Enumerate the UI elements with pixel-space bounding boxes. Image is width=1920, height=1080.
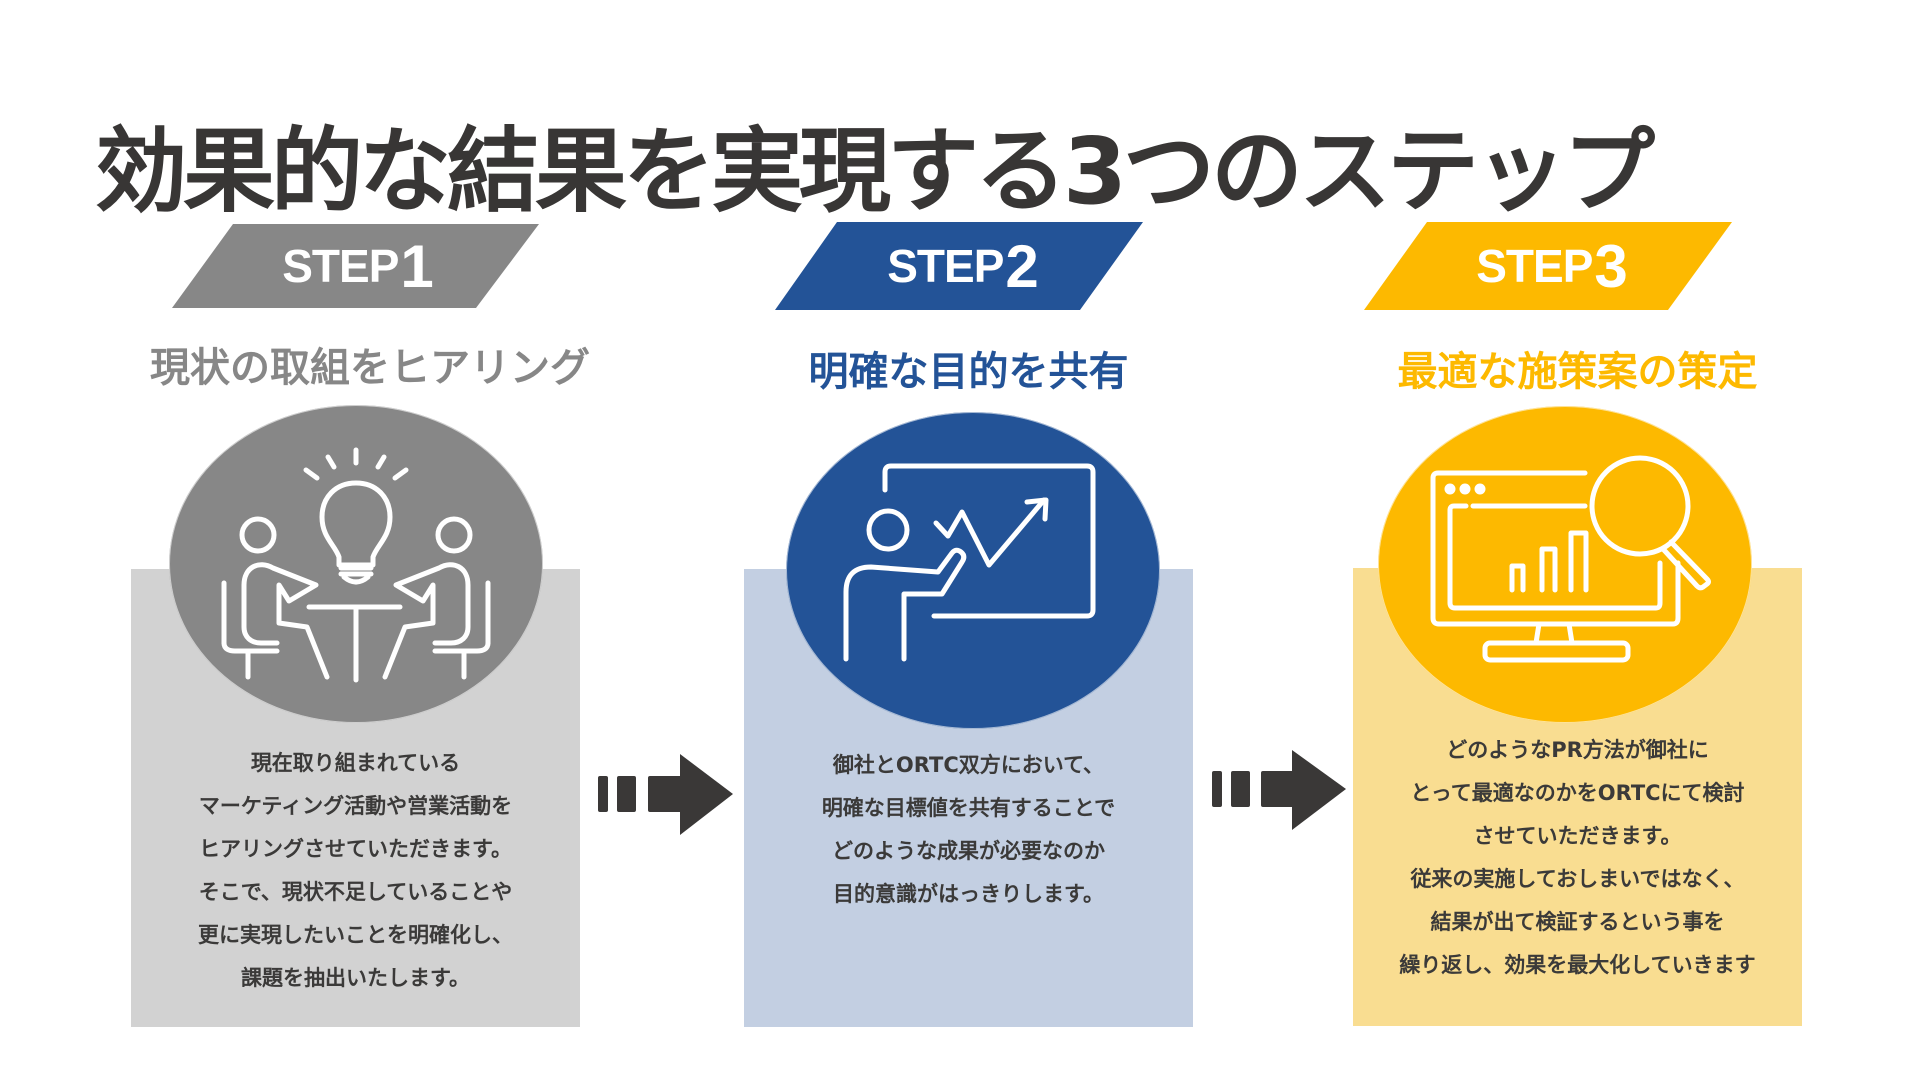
step-3-subtitle: 最適な施策案の策定 [1397,349,1758,395]
step-3-line: 結果が出て検証するという事を [1430,910,1725,934]
step-2-line: 明確な目標値を共有することで [821,796,1116,820]
step-3-label: STEP [1476,240,1593,292]
step-1-description: 現在取り組まれている マーケティング活動や営業活動を ヒアリングさせていただきま… [131,742,580,1000]
step-2-badge [786,412,1160,729]
step-2-banner-shape [775,222,1143,310]
step-2-subtitle: 明確な目的を共有 [808,349,1129,395]
step-2-line: 目的意識がはっきりします。 [833,882,1104,906]
step-1-line: ヒアリングさせていただきます。 [199,837,512,861]
arrow-right-icon [598,754,733,835]
arrow-right-icon [1212,750,1346,830]
page-title: 効果的な結果を実現する3つのステップ [95,117,1655,225]
step-1-subtitle: 現状の取組をヒアリング [150,345,590,391]
step-3-number: 3 [1594,232,1628,300]
step-1-number: 1 [400,232,434,300]
step-3-line: どのようなPR方法が御社に [1446,738,1709,762]
step-3-line: 繰り返し、効果を最大化していきます [1399,953,1756,977]
step-2-label: STEP [887,240,1004,292]
presentation-chart-icon [843,463,1096,662]
step-1-line: 課題を抽出いたします。 [241,966,470,990]
step-3-badge [1378,406,1752,723]
step-1-badge [169,405,543,723]
step-3-banner-shape [1364,222,1732,310]
monitor-analytics-search-icon [1430,455,1711,663]
step-1-line: 更に実現したいことを明確化し、 [198,923,513,947]
step-3-line: させていただきます。 [1473,824,1682,848]
step-3-line: とって最適なのかをORTCにて検討 [1410,781,1745,805]
step-1-line: 現在取り組まれている [250,751,461,775]
step-3-line: 従来の実施しておしまいではなく、 [1410,867,1745,891]
step-2-number: 2 [1005,232,1039,300]
step-2-description: 御社とORTC双方において、 明確な目標値を共有することで どのような成果が必要… [744,744,1193,916]
step-2-line: どのような成果が必要なのか [832,839,1105,863]
step-1-line: マーケティング活動や営業活動を [198,794,513,818]
step-1-line: そこで、現状不足していることや [198,880,513,904]
step-1-banner-shape [172,224,539,308]
step-1-label: STEP [282,240,399,292]
meeting-lightbulb-icon [221,447,491,683]
step-2-line: 御社とORTC双方において、 [832,753,1105,777]
step-3-description: どのようなPR方法が御社に とって最適なのかをORTCにて検討 させていただきま… [1353,729,1802,987]
